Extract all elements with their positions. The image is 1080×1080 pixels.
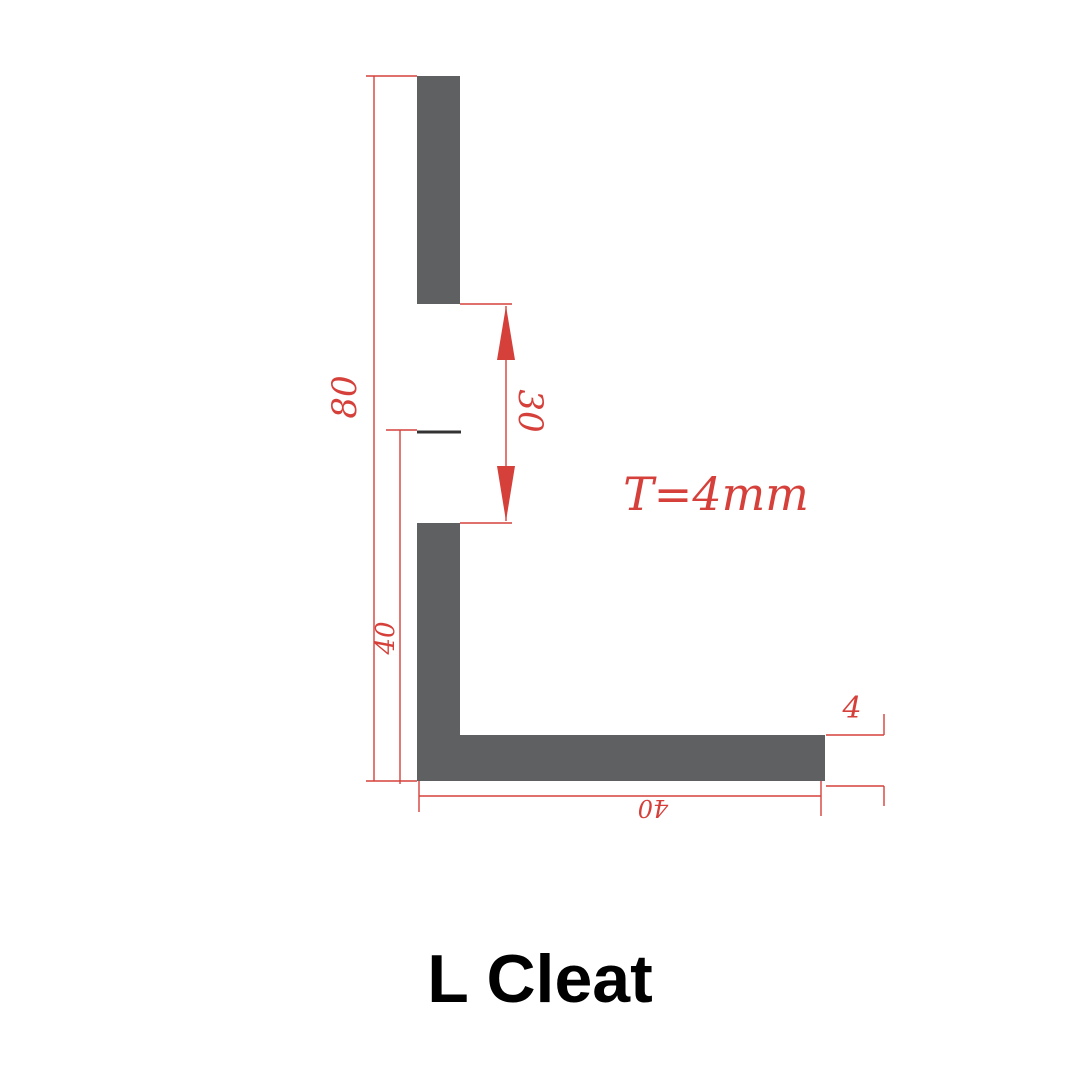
arrow-down-icon (497, 466, 515, 521)
caption-title: L Cleat (427, 941, 653, 1017)
label-lower-height: 40 (371, 621, 401, 655)
base-flange (417, 735, 825, 781)
dimension-arrows (497, 306, 515, 521)
label-slot-length: 30 (510, 389, 550, 432)
label-flange-thickness: 4 (841, 691, 861, 726)
upper-leg (417, 76, 460, 304)
label-total-height: 80 (325, 375, 365, 418)
label-base-width: 40 (638, 794, 670, 822)
dimension-labels: 80 40 30 T=4mm 4 40 (325, 375, 862, 822)
label-thickness-spec: T=4mm (623, 467, 809, 521)
arrow-up-icon (497, 306, 515, 360)
cleat-profile (417, 76, 825, 781)
